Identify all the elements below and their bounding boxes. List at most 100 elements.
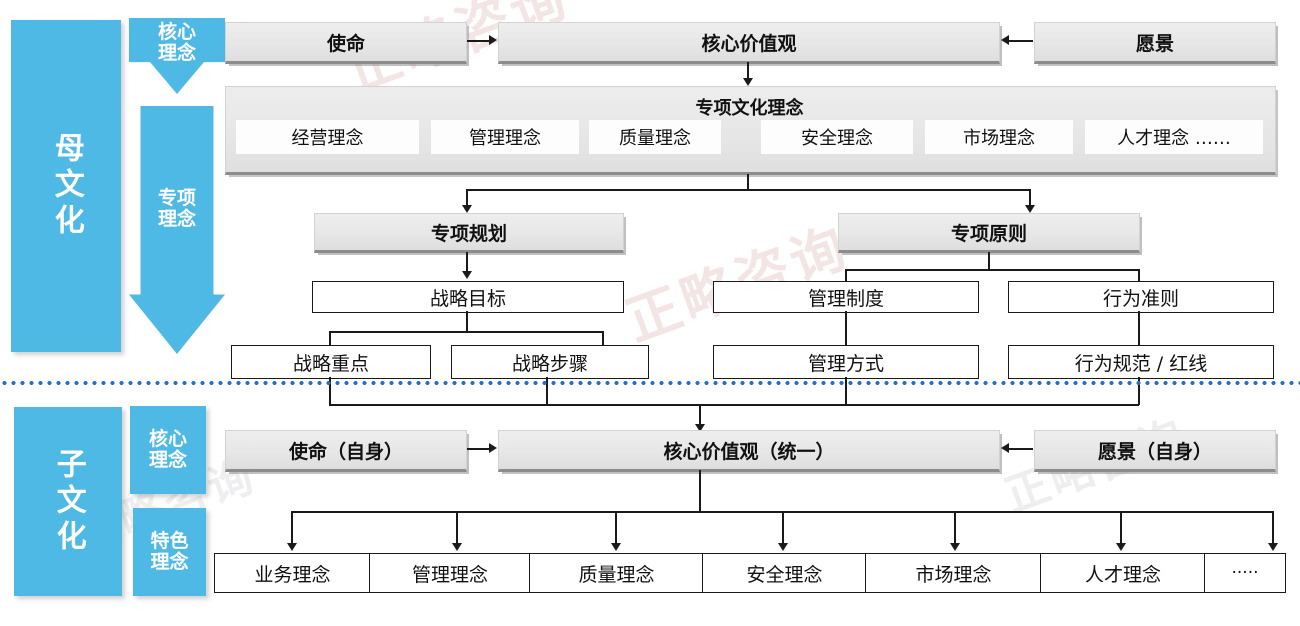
culture-split-left-drop (466, 189, 468, 207)
special-culture-item[interactable]: 经营理念 (236, 120, 419, 154)
strategy-steps-box[interactable]: 战略步骤 (451, 345, 649, 379)
goal-split-left-drop (329, 331, 331, 346)
culture-split-stem (747, 174, 749, 190)
parent-mission-label: 使命 (326, 32, 365, 55)
child-concept-cell[interactable]: 质量理念 (529, 553, 704, 593)
child-core-values-label: 核心价值观（统一） (663, 440, 835, 463)
child-culture-band: 子文化 (14, 407, 122, 596)
behavior-guideline-box[interactable]: 行为准则 (1008, 281, 1274, 313)
fan-drop (782, 511, 784, 545)
culture-split-bar (466, 189, 1030, 191)
fan-arrowhead (611, 543, 621, 551)
plan-to-goal-arrowhead (462, 271, 472, 279)
special-culture-item[interactable]: 质量理念 (589, 120, 721, 154)
special-culture-item[interactable]: 管理理念 (431, 120, 579, 154)
behavior-norm-box[interactable]: 行为规范 / 红线 (1008, 345, 1274, 379)
plan-arrowhead (462, 205, 472, 213)
child-concept-cell[interactable]: 人才理念 (1040, 553, 1206, 593)
strategy-focus-label: 战略重点 (292, 352, 369, 375)
management-method-label: 管理方式 (807, 352, 884, 375)
strategy-goal-box[interactable]: 战略目标 (312, 281, 624, 313)
fan-drop (1272, 511, 1274, 545)
values-to-culture-line (747, 62, 749, 80)
special-concept-arrow: 专项理念 (129, 106, 225, 354)
child-concept-cell[interactable]: 市场理念 (865, 553, 1042, 593)
principle-arrowhead (1025, 205, 1035, 213)
child-mission-to-values-arrowhead (489, 443, 497, 453)
plan-to-goal-line (466, 252, 468, 273)
management-method-box[interactable]: 管理方式 (713, 345, 979, 379)
principle-split-stem (988, 252, 990, 270)
special-culture-item[interactable]: 人才理念 …… (1085, 120, 1263, 154)
strategy-focus-box[interactable]: 战略重点 (231, 345, 431, 379)
goal-split-bar (329, 331, 604, 333)
child-feature-concept-tag: 特色理念 (133, 508, 206, 596)
core-concept-arrow-label: 核心理念 (157, 21, 196, 65)
child-core-values-box[interactable]: 核心价值观（统一） (498, 430, 1000, 472)
vision-to-values-line (1009, 40, 1033, 42)
mission-to-values-arrowhead (489, 35, 497, 45)
strategy-goal-label: 战略目标 (429, 287, 506, 310)
fan-drop (615, 511, 617, 545)
steps-down-line (546, 377, 548, 405)
management-system-box[interactable]: 管理制度 (713, 281, 979, 313)
child-culture-band-label: 子文化 (50, 447, 86, 556)
parent-mission-box[interactable]: 使命 (225, 22, 467, 64)
fan-arrowhead (1116, 543, 1126, 551)
child-concept-cell[interactable]: ····· (1204, 553, 1286, 593)
child-vision-label: 愿景（自身） (1097, 440, 1212, 463)
child-concept-cell[interactable]: 业务理念 (214, 553, 371, 593)
parent-culture-band: 母文化 (11, 20, 121, 352)
core-concept-arrow: 核心理念 (129, 18, 225, 94)
management-system-label: 管理制度 (807, 287, 884, 310)
fan-drop (1120, 511, 1122, 545)
parent-vision-box[interactable]: 愿景 (1034, 22, 1276, 64)
fan-drop (456, 511, 458, 545)
mission-to-values-line (467, 40, 490, 42)
child-concept-cell[interactable]: 安全理念 (702, 553, 867, 593)
child-vision-to-values-line (1009, 448, 1033, 450)
principle-split-right-drop (1138, 269, 1140, 282)
method-down-line (845, 377, 847, 405)
child-values-fan-stem (699, 470, 701, 512)
parent-core-values-box[interactable]: 核心价值观 (498, 22, 1000, 64)
special-plan-header[interactable]: 专项规划 (314, 213, 624, 253)
child-concept-cell[interactable]: 管理理念 (369, 553, 531, 593)
special-principle-header-label: 专项原则 (950, 222, 1027, 245)
watermark: 正略咨询 (613, 203, 858, 357)
fan-drop (954, 511, 956, 545)
special-concept-arrow-label: 专项理念 (157, 187, 196, 231)
fan-arrowhead (452, 543, 462, 551)
special-culture-title: 专项文化理念 (695, 98, 804, 119)
culture-split-right-drop (1029, 189, 1031, 207)
goal-split-right-drop (602, 331, 604, 346)
special-culture-item[interactable]: 市场理念 (925, 120, 1073, 154)
cross-band-bus (329, 404, 1139, 406)
fan-arrowhead (950, 543, 960, 551)
culture-divider (0, 381, 1300, 385)
special-principle-header[interactable]: 专项原则 (838, 213, 1140, 253)
system-to-method-line (845, 311, 847, 345)
behavior-norm-label: 行为规范 / 红线 (1074, 352, 1208, 375)
principle-split-left-drop (845, 269, 847, 282)
child-mission-to-values-line (467, 448, 490, 450)
guideline-to-norm-line (1138, 311, 1140, 345)
special-plan-header-label: 专项规划 (430, 222, 507, 245)
bus-to-child-values-line (699, 404, 701, 426)
behavior-guideline-label: 行为准则 (1102, 287, 1179, 310)
parent-core-values-label: 核心价值观 (701, 32, 797, 55)
principle-split-bar (845, 269, 1140, 271)
child-mission-box[interactable]: 使命（自身） (225, 430, 467, 472)
fan-arrowhead (287, 543, 297, 551)
child-vision-box[interactable]: 愿景（自身） (1034, 430, 1276, 472)
norm-down-line (1138, 377, 1140, 405)
child-feature-concept-tag-label: 特色理念 (150, 529, 189, 573)
fan-arrowhead (1268, 543, 1278, 551)
focus-down-line (329, 377, 331, 405)
parent-culture-band-label: 母文化 (48, 132, 84, 240)
child-vision-to-values-arrowhead (1001, 443, 1009, 453)
child-core-concept-tag-label: 核心理念 (148, 427, 187, 471)
special-culture-item[interactable]: 安全理念 (761, 120, 913, 154)
fan-arrowhead (778, 543, 788, 551)
